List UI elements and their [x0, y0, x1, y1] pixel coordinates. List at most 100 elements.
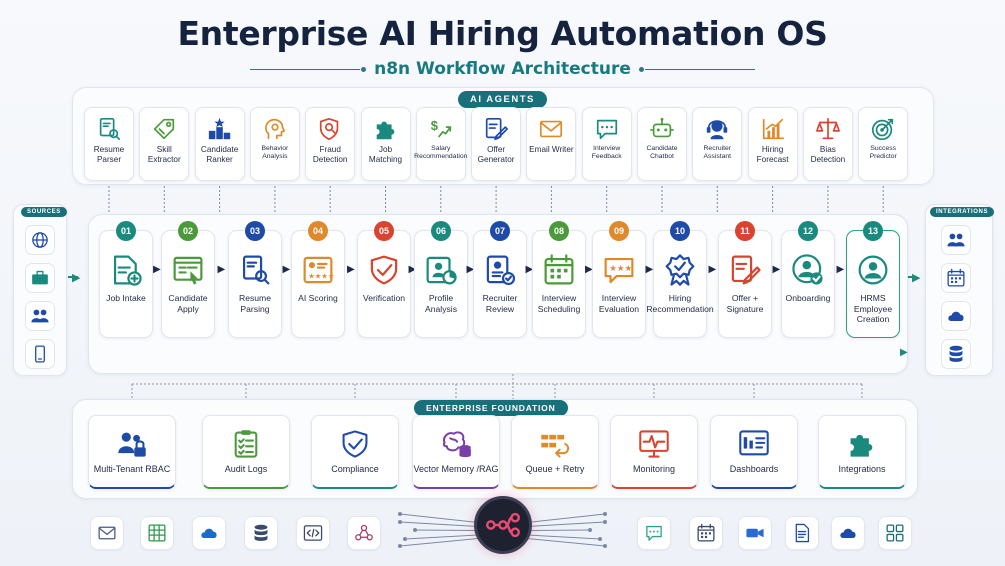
source-item[interactable] — [25, 225, 55, 255]
agent-card[interactable]: Bias Detection — [802, 107, 853, 181]
circuit-line — [404, 534, 479, 540]
foundation-card[interactable]: Monitoring — [610, 415, 698, 489]
tool-item[interactable] — [140, 516, 174, 550]
circuit-line — [399, 538, 479, 547]
webhook-icon — [354, 523, 374, 543]
tool-item[interactable] — [689, 516, 723, 550]
workflow-step-label: Recruiter Review — [482, 293, 518, 314]
step-number-badge: 08 — [549, 221, 569, 241]
workflow-step[interactable]: ★★★★AI Scoring — [291, 230, 345, 338]
workflow-step[interactable]: Onboarding — [781, 230, 835, 338]
podium-star-icon — [207, 116, 233, 142]
workflow-step-label: Onboarding — [785, 293, 831, 303]
integration-item[interactable] — [941, 339, 971, 369]
subtitle-divider-left — [250, 66, 367, 72]
agent-label: Candidate Ranker — [200, 145, 239, 164]
document-pen-icon — [728, 231, 762, 287]
code-icon — [303, 523, 323, 543]
foundation-card[interactable]: Dashboards — [710, 415, 798, 489]
tool-item[interactable] — [637, 516, 671, 550]
agent-card[interactable]: Behavior Analysis — [249, 107, 300, 181]
briefcase-icon — [30, 268, 50, 288]
foundation-card[interactable]: Compliance — [311, 415, 399, 489]
cloud-icon — [946, 306, 966, 326]
shield-check-icon — [367, 231, 401, 287]
circuit-node — [403, 537, 407, 541]
rating-bubble-icon: ★★★ — [602, 231, 636, 287]
foundation-card[interactable]: Vector Memory /RAG — [412, 415, 500, 489]
tool-item[interactable] — [347, 516, 381, 550]
tool-item[interactable] — [296, 516, 330, 550]
n8n-logo-icon — [486, 508, 520, 542]
workflow-step[interactable]: Profile Analysis — [414, 230, 468, 338]
agent-card[interactable]: $Salary Recommendation — [414, 107, 468, 181]
tool-item[interactable] — [244, 516, 278, 550]
foundation-card[interactable]: Multi-Tenant RBAC — [88, 415, 176, 489]
workflow-step-label: HRMS Employee Creation — [853, 293, 893, 325]
integration-item[interactable] — [941, 225, 971, 255]
source-item[interactable] — [25, 301, 55, 331]
shield-search-icon — [317, 116, 343, 142]
tool-item[interactable] — [785, 516, 819, 550]
integration-item[interactable] — [941, 263, 971, 293]
agent-card[interactable]: Email Writer — [526, 107, 577, 181]
tool-item[interactable] — [738, 516, 772, 550]
workflow-step[interactable]: Resume Parsing — [228, 230, 282, 338]
workflow-step[interactable]: Recruiter Review — [473, 230, 527, 338]
workflow-step[interactable]: HRMS Employee Creation — [846, 230, 900, 338]
agent-card[interactable]: Recruiter Assistant — [692, 107, 743, 181]
workflow-step-label: Verification — [362, 293, 406, 303]
agent-card[interactable]: Hiring Forecast — [747, 107, 798, 181]
source-item[interactable] — [25, 339, 55, 369]
n8n-hub-button[interactable] — [474, 496, 532, 554]
agent-card[interactable]: Job Matching — [360, 107, 411, 181]
queue-retry-icon — [538, 428, 572, 460]
tool-item[interactable] — [831, 516, 865, 550]
svg-text:★★★: ★★★ — [609, 264, 632, 274]
workflow-step[interactable]: Interview Scheduling — [532, 230, 586, 338]
tool-item[interactable] — [878, 516, 912, 550]
agent-label: Success Predictor — [869, 145, 897, 161]
workflow-step[interactable]: Job Intake — [99, 230, 153, 338]
scorecard-icon: ★★★★ — [301, 231, 335, 287]
foundation-label: Vector Memory /RAG — [413, 464, 499, 475]
workflow-step[interactable]: Candidate Apply — [161, 230, 215, 338]
flow-arrow-icon: ▶ — [466, 264, 475, 275]
agent-card[interactable]: Candidate Chatbot — [637, 107, 687, 181]
circuit-line — [399, 521, 479, 527]
step-number-badge: 03 — [245, 221, 265, 241]
agent-card[interactable]: Skill Extractor — [139, 107, 190, 181]
workflow-step[interactable]: Offer + Signature — [718, 230, 772, 338]
agent-card[interactable]: Success Predictor — [858, 107, 909, 181]
agent-label: Interview Feedback — [591, 145, 622, 161]
agent-label: Salary Recommendation — [414, 145, 468, 161]
people-icon — [946, 230, 966, 250]
puzzle-icon — [845, 428, 879, 460]
workflow-step[interactable]: Hiring Recommendation — [646, 230, 714, 338]
flow-arrow-icon: ▶ — [585, 264, 593, 275]
tool-item[interactable] — [90, 516, 124, 550]
sources-arrow-icon: ▶ — [72, 272, 81, 284]
workflow-step[interactable]: ★★★Interview Evaluation — [592, 230, 646, 338]
agent-card[interactable]: Candidate Ranker — [194, 107, 245, 181]
integration-item[interactable] — [941, 301, 971, 331]
foundation-card[interactable]: Integrations — [818, 415, 906, 489]
workflow-step-label: Candidate Apply — [168, 293, 208, 314]
agent-card[interactable]: Fraud Detection — [305, 107, 356, 181]
document-icon — [792, 523, 812, 543]
agent-card[interactable]: Resume Parser — [84, 107, 134, 181]
flow-arrow-icon: ▶ — [408, 264, 417, 275]
agent-label: Behavior Analysis — [261, 145, 289, 161]
checklist-icon — [229, 428, 263, 460]
agent-card[interactable]: Interview Feedback — [581, 107, 632, 181]
workflow-step-label: Offer + Signature — [726, 293, 764, 314]
users-lock-icon — [115, 428, 149, 460]
agent-card[interactable]: Offer Generator — [471, 107, 522, 181]
foundation-card[interactable]: Audit Logs — [202, 415, 290, 489]
tool-item[interactable] — [192, 516, 226, 550]
foundation-card[interactable]: Queue + Retry — [511, 415, 599, 489]
sources-label: SOURCES — [21, 207, 67, 217]
source-item[interactable] — [25, 263, 55, 293]
workflow-step[interactable]: Verification — [357, 230, 411, 338]
ai-agents-label: AI AGENTS — [458, 91, 547, 108]
